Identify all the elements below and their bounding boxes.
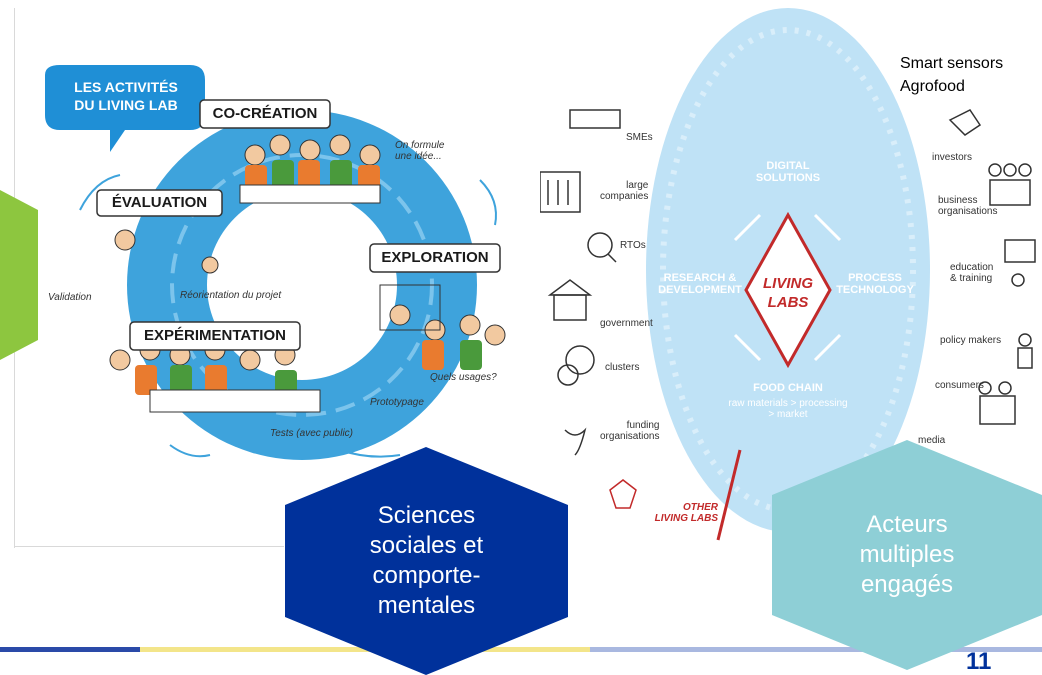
hexagon-social-sciences-shape: [285, 447, 568, 675]
actor-media: media: [918, 435, 946, 446]
smart-sensors-label: Smart sensors: [900, 55, 1004, 72]
actor-business-organisations: business organisations: [938, 195, 998, 217]
speech-bubble-text: LES ACTIVITÉS DU LIVING LAB: [74, 79, 178, 113]
frame-bottom-line: [14, 546, 284, 547]
living-labs-center-2: LABS: [767, 294, 809, 311]
prototypage-note: Prototypage: [370, 397, 424, 408]
living-lab-activities-figure: LES ACTIVITÉS DU LIVING LAB CO-CRÉATION …: [40, 60, 545, 470]
actor-policy-makers: policy makers: [940, 335, 1002, 346]
hexagon-actors: Acteurs multiples engagés: [772, 440, 1042, 670]
hexagon-actors-text: Acteurs multiples engagés: [859, 511, 955, 598]
food-chain-label: FOOD CHAIN: [753, 382, 823, 394]
actor-rtos: RTOs: [620, 240, 646, 251]
other-living-labs-label: OTHER LIVING LABS: [654, 502, 718, 524]
exploration-label: EXPLORATION: [381, 249, 489, 266]
reorientation-note: Réorientation du projet: [180, 290, 282, 301]
actor-investors: investors: [932, 152, 973, 163]
validation-note: Validation: [48, 292, 92, 303]
agrofood-label: Agrofood: [900, 78, 965, 95]
bottom-bar-blue-right: [590, 647, 1042, 652]
living-labs-ecosystem-figure: Smart sensors Agrofood LIVING LABS DIGIT…: [539, 0, 1042, 560]
food-chain-sub-label: raw materials > processing > market: [728, 398, 848, 420]
evaluation-label: ÉVALUATION: [111, 194, 208, 211]
hexagon-social-sciences-text: Sciences sociales et comporte- mentales: [369, 502, 484, 619]
actor-consumers: consumers: [935, 380, 984, 391]
co-creation-label: CO-CRÉATION: [212, 105, 318, 122]
process-technology-label: PROCESS TECHNOLOGY: [836, 272, 914, 296]
green-side-shape: [0, 190, 38, 360]
actor-smes: SMEs: [626, 132, 653, 143]
actor-funding-organisations: funding organisations: [600, 420, 660, 442]
bottom-bar-blue-left: [0, 647, 140, 652]
quels-usages-note: Quels usages?: [430, 372, 497, 383]
actor-clusters: clusters: [605, 362, 640, 373]
actor-government: government: [600, 318, 653, 329]
on-formule-note: On formule une idée...: [395, 140, 445, 162]
hexagon-social-sciences: Sciences sociales et comporte- mentales: [285, 447, 568, 675]
research-development-label: RESEARCH & DEVELOPMENT: [658, 272, 742, 296]
tests-note: Tests (avec public): [270, 428, 353, 439]
actor-large-companies: large companies: [600, 180, 649, 202]
digital-solutions-label: DIGITAL SOLUTIONS: [755, 160, 821, 184]
actor-education-training: education & training: [950, 262, 994, 284]
experimentation-label: EXPÉRIMENTATION: [144, 327, 286, 344]
page-number: 11: [966, 648, 992, 675]
living-labs-center-1: LIVING: [762, 275, 813, 292]
activities-cycle-svg: [45, 65, 506, 460]
ecosystem-svg: [539, 8, 1036, 541]
hexagon-actors-shape: [772, 440, 1042, 670]
